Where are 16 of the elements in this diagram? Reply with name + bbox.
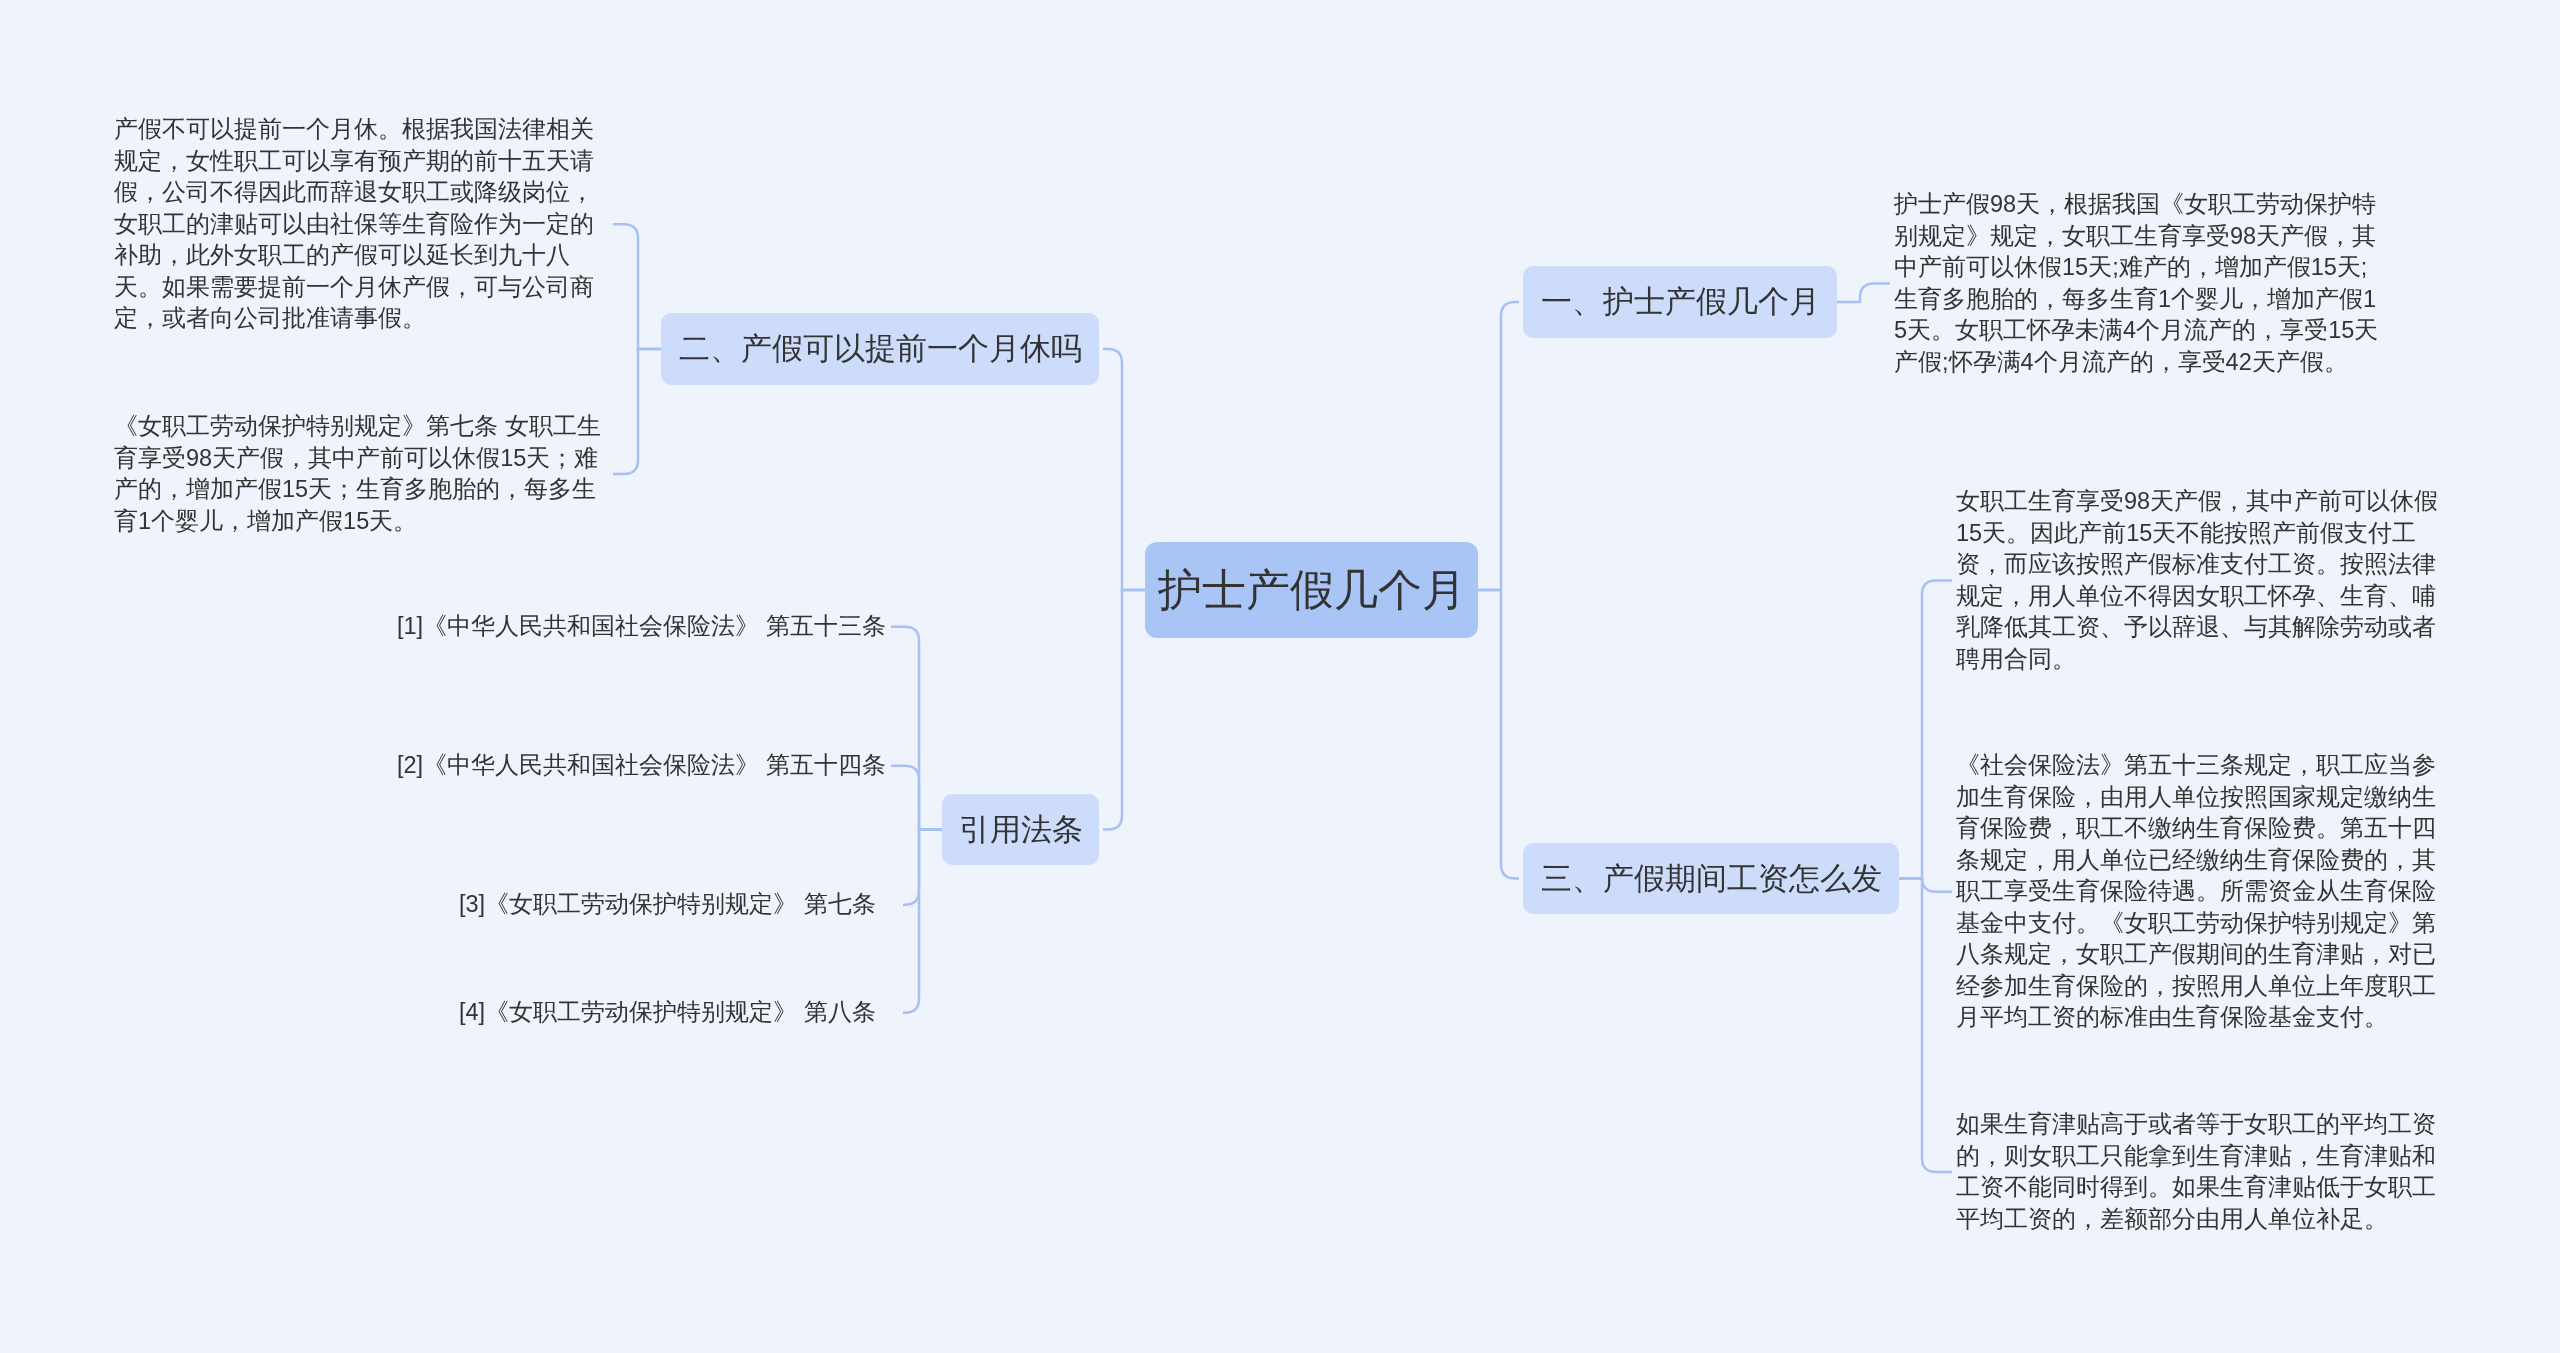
note-text: [3]《女职工劳动保护特别规定》 第七条 <box>459 889 899 921</box>
topic-box: 一、护士产假几个月 <box>1523 266 1837 338</box>
note-text: 《社会保险法》第五十三条规定，职工应当参加生育保险，由用人单位按照国家规定缴纳生育保险费，职工不缴纳生育保险费。第五十四条规定，用人单位已经缴纳生育保险费的，其职工享受生育保险待遇。所需资金从生育保险基金中支付。《女职工劳动保护特别规定》第八条规定，女职工产假期间的生育津贴，对已经参加生育保险的，按照用人单位上年度职工月平均工资的标准由生育保险基金支付。 <box>1956 750 2451 1034</box>
topic-box: 三、产假期间工资怎么发 <box>1523 843 1899 914</box>
note-text: 女职工生育享受98天产假，其中产前可以休假15天。因此产前15天不能按照产前假支付工资，而应该按照产假标准支付工资。按照法律规定，用人单位不得因女职工怀孕、生育、哺乳降低其工资、予以辞退、与其解除劳动或者聘用合同。 <box>1956 486 2451 675</box>
note-text: 《女职工劳动保护特别规定》第七条 女职工生育享受98天产假，其中产前可以休假15天；难产的，增加产假15天；生育多胞胎的，每多生育1个婴儿，增加产假15天。 <box>114 411 609 537</box>
note-text: 护士产假98天，根据我国《女职工劳动保护特别规定》规定，女职工生育享受98天产假，其中产前可以休假15天;难产的，增加产假15天;生育多胞胎的，每多生育1个婴儿，增加产假15天。女职工怀孕未满4个月流产的，享受15天产假;怀孕满4个月流产的，享受42天产假。 <box>1894 189 2389 378</box>
topic-box: 二、产假可以提前一个月休吗 <box>661 313 1099 385</box>
note-text: [4]《女职工劳动保护特别规定》 第八条 <box>459 997 899 1029</box>
root-topic-box: 护士产假几个月 <box>1145 542 1478 638</box>
note-text: 如果生育津贴高于或者等于女职工的平均工资的，则女职工只能拿到生育津贴，生育津贴和工资不能同时得到。如果生育津贴低于女职工平均工资的，差额部分由用人单位补足。 <box>1956 1109 2451 1235</box>
connector-line <box>1837 282 1890 304</box>
note-text: [1]《中华人民共和国社会保险法》 第五十三条 <box>397 611 887 643</box>
note-text: 产假不可以提前一个月休。根据我国法律相关规定，女性职工可以享有预产期的前十五天请假，公司不得因此而辞退女职工或降级岗位，女职工的津贴可以由社保等生育险作为一定的补助，此外女职工的产假可以延长到九十八天。如果需要提前一个月休产假，可与公司商定，或者向公司批准请事假。 <box>114 114 609 335</box>
note-text: [2]《中华人民共和国社会保险法》 第五十四条 <box>397 750 887 782</box>
topic-box: 引用法条 <box>942 794 1099 865</box>
